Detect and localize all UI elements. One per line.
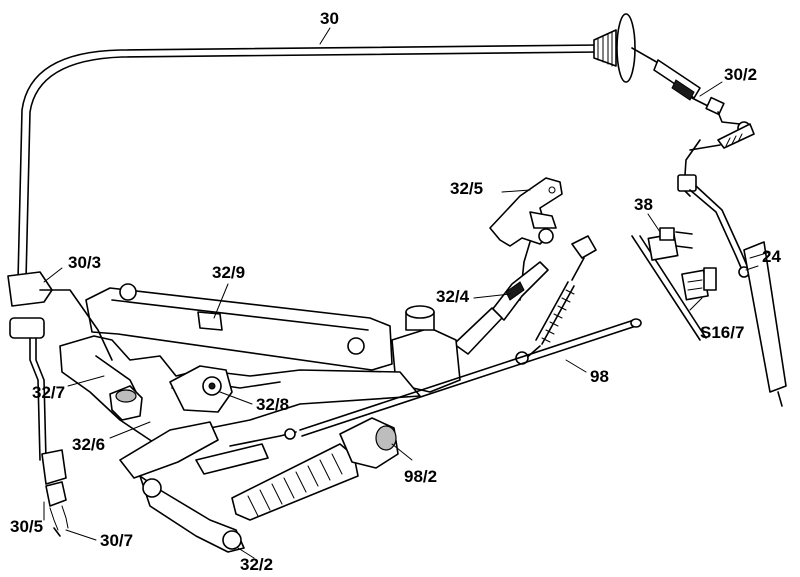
spring-and-link-32-4: [453, 235, 597, 365]
label-32-9: 32/9: [212, 263, 246, 282]
cable-bracket-30-3: [7, 271, 113, 537]
label-30-2: 30/2: [724, 65, 758, 84]
label-32-4: 32/4: [436, 287, 470, 306]
cable-end-30-2: [691, 96, 755, 149]
label-30: 30: [320, 9, 339, 28]
rod-98: [299, 318, 642, 437]
label-32-8: 32/8: [256, 395, 290, 414]
label-98-2: 98/2: [404, 467, 438, 486]
pedal-assembly-24: [677, 139, 787, 407]
label-30-5: 30/5: [10, 517, 44, 536]
label-32-7: 32/7: [32, 383, 66, 402]
bushing-32-7: [109, 385, 143, 421]
throttle-bracket: [59, 283, 461, 445]
label-98: 98: [590, 367, 609, 386]
label-30-7: 30/7: [100, 531, 134, 550]
label-38: 38: [634, 195, 653, 214]
label-32-2: 32/2: [240, 555, 274, 574]
label-30-3: 30/3: [68, 253, 102, 272]
bellcrank-32-8: [169, 365, 233, 413]
label-s16-7: S16/7: [700, 323, 745, 342]
cable-30: [17, 44, 601, 281]
leader-lines: [43, 27, 759, 559]
label-32-5: 32/5: [450, 179, 484, 198]
label-24: 24: [762, 247, 781, 266]
lower-lever-32-6: [119, 421, 297, 553]
cable-grommet: [593, 13, 701, 101]
bracket-32-5: [489, 177, 563, 247]
damper-98-2: [231, 417, 399, 521]
label-32-6: 32/6: [72, 435, 106, 454]
bracket-38-switch: [631, 227, 717, 341]
